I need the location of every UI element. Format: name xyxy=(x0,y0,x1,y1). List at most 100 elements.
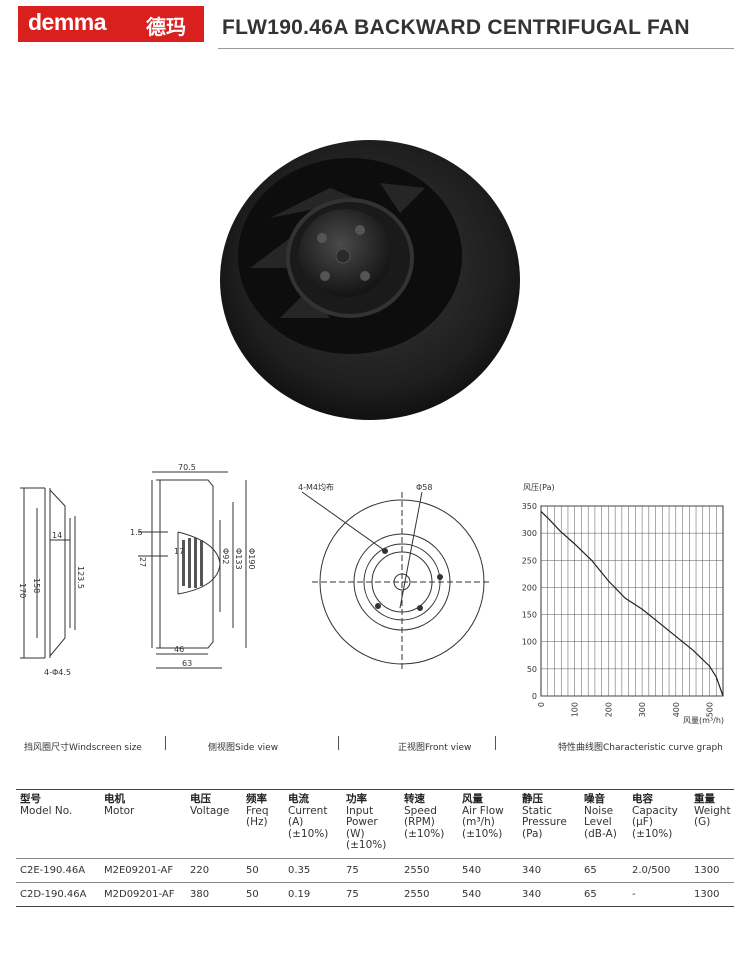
chart-frame xyxy=(540,505,724,697)
x-tick-label: 200 xyxy=(604,702,613,717)
header-en: Current (A) (±10%) xyxy=(288,804,329,840)
y-tick-label: 100 xyxy=(522,638,537,647)
header-en: Noise Level (dB-A) xyxy=(584,804,617,840)
x-tick-label: 400 xyxy=(672,702,681,717)
y-tick-label: 250 xyxy=(522,556,537,565)
page-title: FLW190.46A BACKWARD CENTRIFUGAL FAN xyxy=(222,16,690,39)
dim-170: 170 xyxy=(18,583,27,598)
caption-front-view: 正视图Front view xyxy=(398,743,472,753)
header-cn: 频率 xyxy=(246,793,267,805)
dim-4-phi4-5: 4-Φ4.5 xyxy=(44,668,71,677)
table-cell: - xyxy=(632,888,636,900)
header-cn: 风量 xyxy=(462,793,483,805)
header-en: Motor xyxy=(104,804,135,817)
header-cn: 电流 xyxy=(288,793,309,805)
y-tick-label: 350 xyxy=(522,502,537,511)
y-tick-label: 50 xyxy=(527,665,537,674)
chart-xlabel: 风量(m³/h) xyxy=(683,716,724,725)
table-cell: 50 xyxy=(246,864,259,876)
table-cell: 0.19 xyxy=(288,888,311,900)
table-cell: 65 xyxy=(584,864,597,876)
header-cn: 电容 xyxy=(632,793,653,805)
table-cell: 1300 xyxy=(694,888,720,900)
dim-123-5: 123.5 xyxy=(76,566,85,589)
header-en: Weight (G) xyxy=(694,804,731,828)
dim-phi133: Φ133 xyxy=(234,548,243,570)
caption-windscreen: 挡风圈尺寸Windscreen size xyxy=(24,743,142,753)
y-tick-label: 300 xyxy=(522,529,537,538)
header-en: Voltage xyxy=(190,804,230,817)
brand-logo xyxy=(18,6,204,42)
table-cell: 340 xyxy=(522,888,542,900)
dim-46: 46 xyxy=(174,645,184,654)
dim-17: 17 xyxy=(174,547,184,556)
caption-side-view: 侧视图Side view xyxy=(208,743,279,753)
header-en: Freq (Hz) xyxy=(246,804,269,828)
table-cell: 2.0/500 xyxy=(632,864,671,876)
table-cell: 0.35 xyxy=(288,864,311,876)
front-view-drawing: 4-M4均布 Φ58 xyxy=(298,482,492,672)
y-tick-label: 0 xyxy=(532,692,537,701)
header-cn: 重量 xyxy=(694,793,715,805)
dim-4-m4: 4-M4均布 xyxy=(298,482,334,492)
table-cell: 2550 xyxy=(404,888,430,900)
caption-curve-graph: 特性曲线图Characteristic curve graph xyxy=(558,743,723,753)
table-cell: 340 xyxy=(522,864,542,876)
header-cn: 电压 xyxy=(190,793,211,805)
table-row: C2D-190.46A M2D09201-AF 380 50 0.19 75 2550 540… xyxy=(16,882,734,906)
x-tick-label: 300 xyxy=(638,702,647,717)
x-tick-label: 500 xyxy=(706,702,715,717)
table-cell: 220 xyxy=(190,864,210,876)
header-cn: 静压 xyxy=(522,793,543,805)
caption-separator xyxy=(338,736,339,750)
table-cell: 540 xyxy=(462,888,482,900)
header-divider xyxy=(218,48,734,49)
header-en: Static Pressure (Pa) xyxy=(522,804,567,840)
y-tick-label: 200 xyxy=(522,583,537,592)
table-cell: C2E-190.46A xyxy=(20,864,86,876)
table-cell: 1300 xyxy=(694,864,720,876)
caption-separator xyxy=(165,736,166,750)
dim-phi92: Φ92 xyxy=(221,548,230,564)
table-cell: 380 xyxy=(190,888,210,900)
table-cell: M2D09201-AF xyxy=(104,888,175,900)
header-en: Capacity (μF) (±10%) xyxy=(632,804,678,840)
y-tick-label: 150 xyxy=(522,611,537,620)
dim-70-5: 70.5 xyxy=(178,463,196,472)
header-en: Air Flow (m³/h) (±10%) xyxy=(462,804,504,840)
dim-14: 14 xyxy=(52,531,62,540)
header-cn: 功率 xyxy=(346,793,367,805)
header-cn: 电机 xyxy=(104,793,125,805)
table-cell: C2D-190.46A xyxy=(20,888,87,900)
dim-158: 158 xyxy=(32,578,41,593)
brand-name-cn: 德玛 xyxy=(146,15,186,39)
curve-line xyxy=(540,510,724,697)
table-cell: 50 xyxy=(246,888,259,900)
dim-phi190: Φ190 xyxy=(247,548,256,570)
header-cn: 型号 xyxy=(20,793,41,805)
header-cn: 噪音 xyxy=(584,793,605,805)
table-cell: 65 xyxy=(584,888,597,900)
x-tick-label: 0 xyxy=(537,702,546,707)
table-cell: 75 xyxy=(346,888,359,900)
header-cn: 转速 xyxy=(404,793,425,805)
header-en: Model No. xyxy=(20,804,73,817)
caption-separator xyxy=(495,736,496,750)
table-cell: M2E09201-AF xyxy=(104,864,174,876)
table-cell: 540 xyxy=(462,864,482,876)
side-view-drawing: 70.5 1.5 17 27 Φ92 Φ133 Φ190 46 63 xyxy=(130,463,256,669)
